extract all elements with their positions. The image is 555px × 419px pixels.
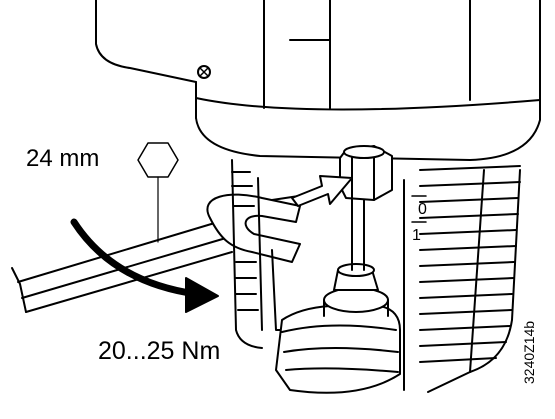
wrench-size-label: 24 mm [26,145,100,172]
scale-mark-1: 1 [412,227,421,244]
drawing-code: 3240Z14b [521,320,537,384]
actuator-housing [95,0,541,161]
mounting-bracket: 0 1 [231,159,521,393]
scale-mark-0: 0 [418,201,427,218]
torque-label: 20...25 Nm [98,337,221,365]
pointer-arrow [291,175,353,207]
hexagon-icon [137,142,179,243]
valve-coupling [275,263,401,394]
valve-stem [339,145,393,271]
wrench [11,193,301,313]
rotation-arrow [70,218,219,313]
